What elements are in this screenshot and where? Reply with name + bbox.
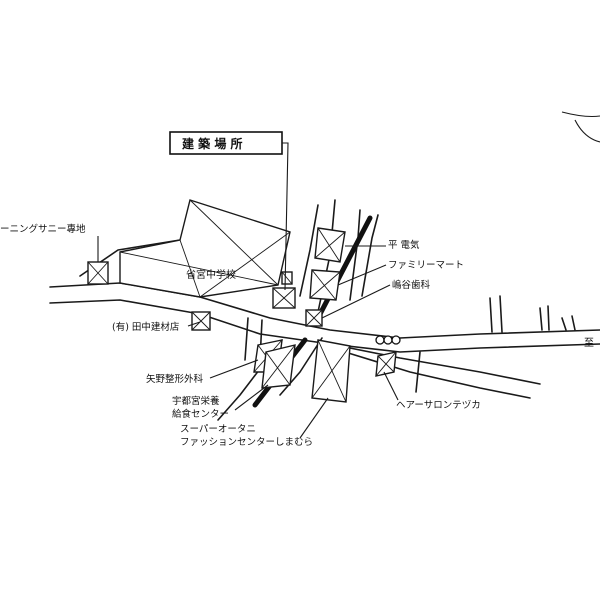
south-road-east [279, 337, 323, 396]
site-leader-line [282, 142, 289, 291]
leader-hair [383, 371, 399, 401]
familymart-building [309, 269, 341, 301]
label-hair: ヘアーサロンテヅカ [396, 400, 481, 411]
leader-familymart [337, 264, 387, 286]
east-street-1b [499, 295, 503, 333]
denki-building [314, 227, 346, 263]
label-utsunomiya-1: 宇都宮栄養 [172, 395, 220, 407]
main-road-south-edge [49, 299, 600, 353]
east-street-1 [489, 297, 493, 333]
dentist-building [305, 309, 323, 327]
site-label: 建 築 場 所 [181, 136, 243, 151]
east-street-2 [539, 307, 543, 331]
label-utsunomiya-2: 給食センター [172, 408, 229, 420]
leader-dentist [321, 284, 391, 319]
north-road-west-edge [299, 204, 319, 297]
traffic-signal-icon [375, 335, 401, 345]
super-otani-building [311, 339, 351, 403]
leader-super [299, 397, 329, 439]
label-tanaka: (有) 田中建材店 [112, 321, 179, 333]
east-street-4 [415, 351, 421, 393]
food-center-building [261, 344, 296, 389]
east-street-2b [547, 305, 550, 331]
river-curve [561, 111, 600, 118]
east-street-3 [561, 317, 567, 331]
label-dentist: 嶋谷歯科 [392, 279, 431, 291]
hair-salon-building [375, 351, 397, 377]
leader-yano [209, 359, 259, 379]
label-familymart: ファミリーマート [388, 260, 464, 271]
west-road-2 [244, 317, 249, 361]
tanaka-building [191, 311, 211, 331]
label-super-2: ファッションセンターしまむら [180, 437, 313, 448]
small-marker-site [281, 271, 293, 285]
river-curve-2 [574, 119, 600, 143]
school-building [119, 199, 291, 298]
south-branch-north-edge [329, 343, 541, 385]
label-cleaning: ーニングサニー專地 [0, 223, 86, 235]
north-road-2-east [361, 214, 379, 297]
leader-tanaka [187, 321, 201, 327]
leader-utsunomiya [234, 384, 269, 411]
label-direction: 至 [584, 337, 594, 349]
south-branch-south-edge [344, 351, 531, 399]
east-street-3b [571, 315, 576, 331]
label-denki: 平 電気 [388, 239, 420, 251]
label-school: 省宮中学校 [186, 268, 236, 281]
railway-line [315, 215, 373, 321]
cleaning-shop-marker [87, 261, 109, 285]
label-yano: 矢野整形外科 [146, 373, 204, 385]
label-super-1: スーパーオータニ [180, 424, 256, 435]
construction-site-marker [272, 287, 296, 309]
